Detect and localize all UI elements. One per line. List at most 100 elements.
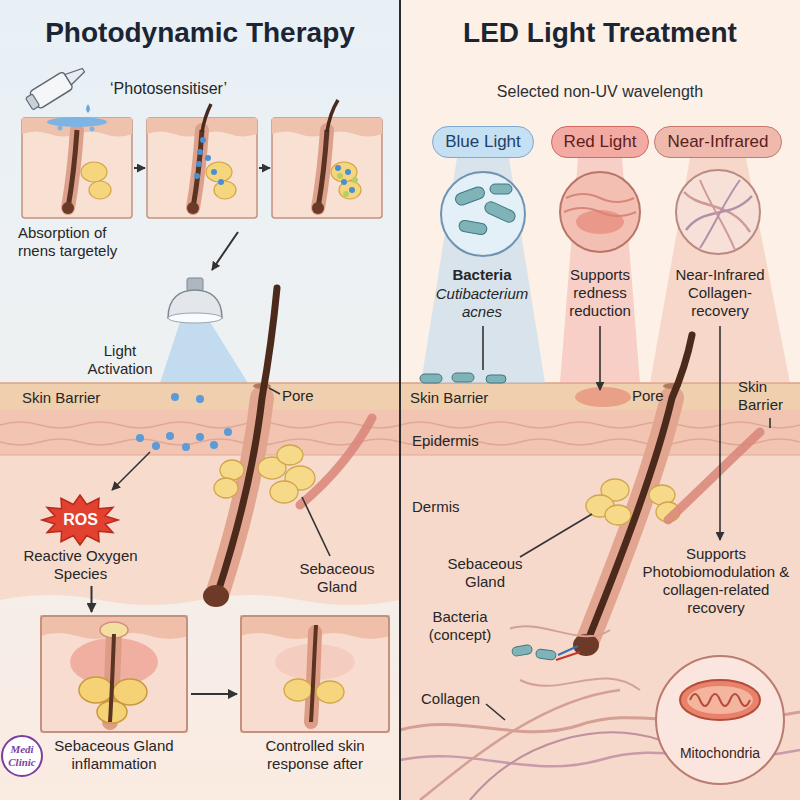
inflamed-skin-square: [40, 615, 188, 733]
label-holder: Medi Clinic: [2, 743, 42, 770]
photosensitiser-dots: [152, 442, 160, 450]
step-square: [68, 130, 77, 208]
redness-glow: [575, 387, 631, 407]
callout-label: Supports Photobiomodulation & collagen-r…: [640, 545, 792, 617]
light-beam: [421, 158, 790, 383]
photosensitiser-dots: [136, 434, 144, 442]
hair-follicle: [203, 585, 229, 607]
hair-follicle: [203, 288, 372, 607]
callout-label: Sebaceous Gland: [440, 555, 530, 591]
dropper-bottle: [24, 62, 89, 113]
leader-line: [719, 326, 721, 540]
hair-follicle: [220, 460, 244, 480]
step-square: [194, 173, 200, 179]
dropper-bottle: [24, 62, 90, 113]
step-square: [341, 179, 347, 185]
pill-label: Red Light: [564, 132, 637, 152]
callout-label: Cutibacterium acnes: [427, 285, 537, 321]
redness-circle: [576, 210, 624, 234]
step-square: [147, 118, 257, 218]
label-holder: Light Activation: [80, 342, 160, 378]
hair-follicle: [218, 288, 277, 592]
callout-label: Pore: [632, 387, 664, 405]
light-lamp: [168, 313, 222, 323]
light-beam: [421, 158, 545, 383]
photosensitiser-dots: [171, 393, 179, 401]
label-holder: Epidermis: [412, 432, 479, 450]
skin-layers: [0, 455, 400, 605]
step-square: [62, 202, 74, 214]
light-pill: Red Light: [551, 126, 650, 158]
step-square: [147, 104, 257, 218]
panel-heading: Photodynamic Therapy: [0, 16, 400, 50]
mitochondria-art: [657, 657, 783, 783]
panel-divider: [399, 0, 401, 800]
panel-subtitle: Selected non-UV wavelength: [400, 82, 800, 102]
hair-follicle: [277, 445, 303, 465]
hair-follicle: [300, 418, 372, 505]
label-holder: Pore: [282, 387, 314, 405]
collagen-circle: [676, 170, 760, 254]
mitochondria-art: [657, 657, 783, 783]
callout-label: Dermis: [412, 498, 460, 516]
mitochondria-art: [690, 694, 750, 706]
callout-label: Light Activation: [80, 342, 160, 378]
deep-bacteria: [511, 644, 580, 660]
deep-bacteria: [535, 649, 556, 661]
step-square: [214, 181, 236, 199]
leader-line: [483, 326, 770, 720]
step-square: [218, 179, 224, 185]
step-arrow: [259, 167, 270, 169]
surface-bacteria: [452, 373, 474, 382]
inflamed-skin-square: [40, 615, 188, 733]
hair-follicle: [214, 478, 238, 498]
pill-label: Blue Light: [445, 132, 521, 152]
step-square: [327, 100, 338, 132]
label-holder: Sebaceous Gland: [440, 555, 530, 591]
step-arrow: [134, 168, 270, 270]
step-square: [345, 169, 351, 175]
callout-label: ‘Photosensitiser’: [110, 80, 227, 98]
leader-line: [112, 388, 330, 556]
inflamed-skin-square: [79, 677, 113, 703]
callout-label: Supports redness reduction: [550, 266, 650, 320]
bacteria-circle: [441, 172, 525, 256]
step-square: [349, 187, 355, 193]
leader-line: [486, 704, 505, 720]
calm-skin-square: [311, 625, 316, 722]
step-square: [337, 173, 343, 179]
photosensitiser-dots: [182, 443, 190, 451]
clinic-logo: [2, 736, 42, 776]
label-holder: Skin Barrier: [22, 389, 100, 407]
photosensitiser-dots: [136, 393, 232, 451]
leader-line: [269, 388, 280, 394]
step-arrow: [134, 167, 145, 169]
burst-caption: Reactive Oxygen Species: [18, 547, 143, 583]
flow-arrow: [91, 586, 93, 612]
photosensitiser-dots: [196, 433, 204, 441]
photosensitiser-dots: [196, 395, 204, 403]
callout-label: Skin Barrier: [738, 378, 792, 414]
leader-line: [520, 514, 592, 557]
dropper-bottle: [25, 94, 39, 110]
label-holder: Near-Infrared Collagen-recovery: [660, 266, 780, 320]
step-square: [211, 169, 217, 175]
collagen-circle: [676, 170, 760, 254]
burst-shape: ROS: [18, 495, 143, 545]
light-pill: Near-Infrared: [654, 126, 781, 158]
surface-bacteria: [420, 373, 506, 383]
redness-circle: [560, 172, 640, 252]
panel-background: [400, 0, 800, 800]
flow-arrow: [191, 693, 237, 695]
photosensitiser-dots: [166, 432, 174, 440]
collagen-circle: [700, 180, 740, 248]
dropper-bottle: [65, 65, 87, 85]
square-shape: [40, 615, 188, 733]
step-square: [318, 130, 327, 208]
redness-glow: [575, 387, 631, 407]
step-square: [58, 126, 63, 131]
callout-label: Sebaceous Gland: [292, 560, 382, 596]
